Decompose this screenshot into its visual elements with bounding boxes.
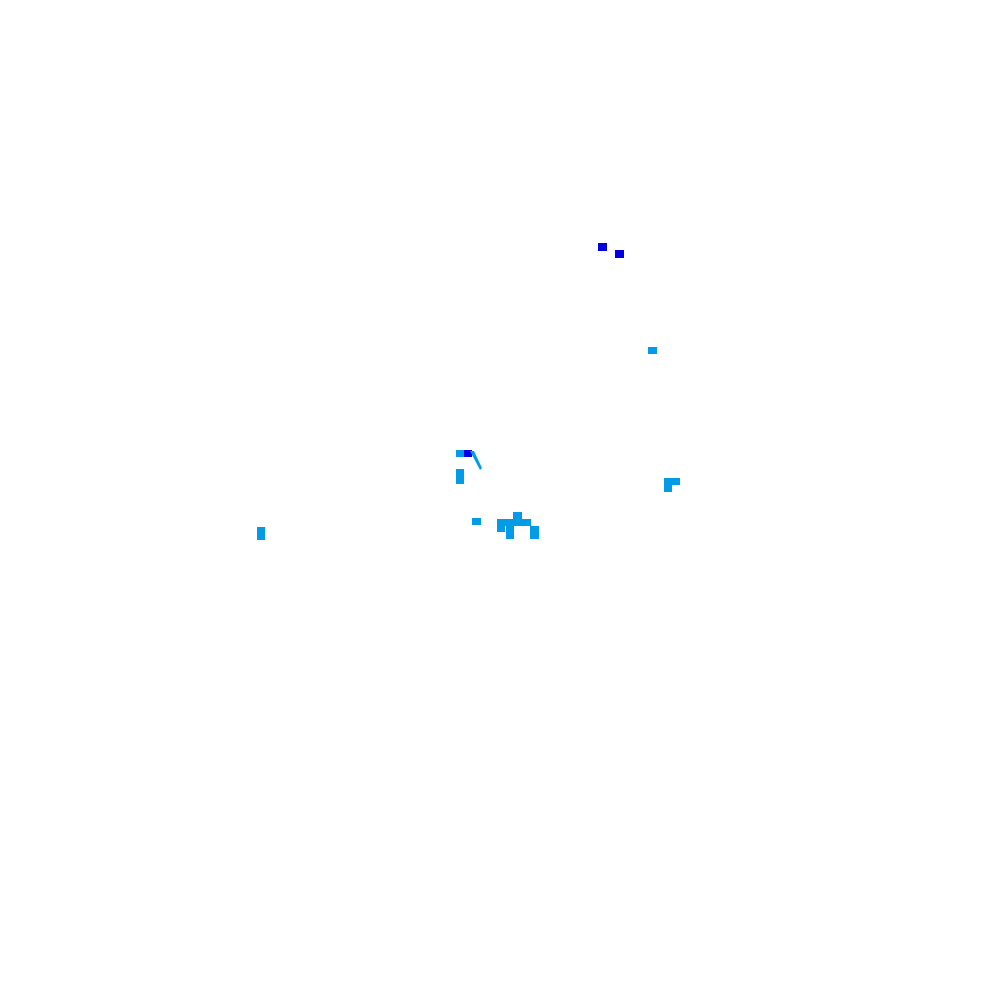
map-cell — [530, 526, 539, 539]
map-cell — [513, 512, 522, 519]
map-cell — [497, 519, 531, 526]
map-cell — [464, 450, 472, 457]
map-cell — [615, 250, 624, 258]
map-cell — [456, 450, 465, 457]
map-cell — [664, 485, 672, 492]
map-cell — [648, 347, 657, 354]
map-cell — [456, 469, 464, 484]
map-cell — [472, 518, 481, 525]
map-cell — [257, 527, 265, 540]
map-cell — [664, 478, 680, 485]
map-cell — [598, 243, 607, 251]
map-cells-layer — [257, 243, 680, 540]
map-streak — [470, 451, 482, 470]
map-cell — [497, 526, 505, 532]
map-cell — [506, 526, 514, 539]
